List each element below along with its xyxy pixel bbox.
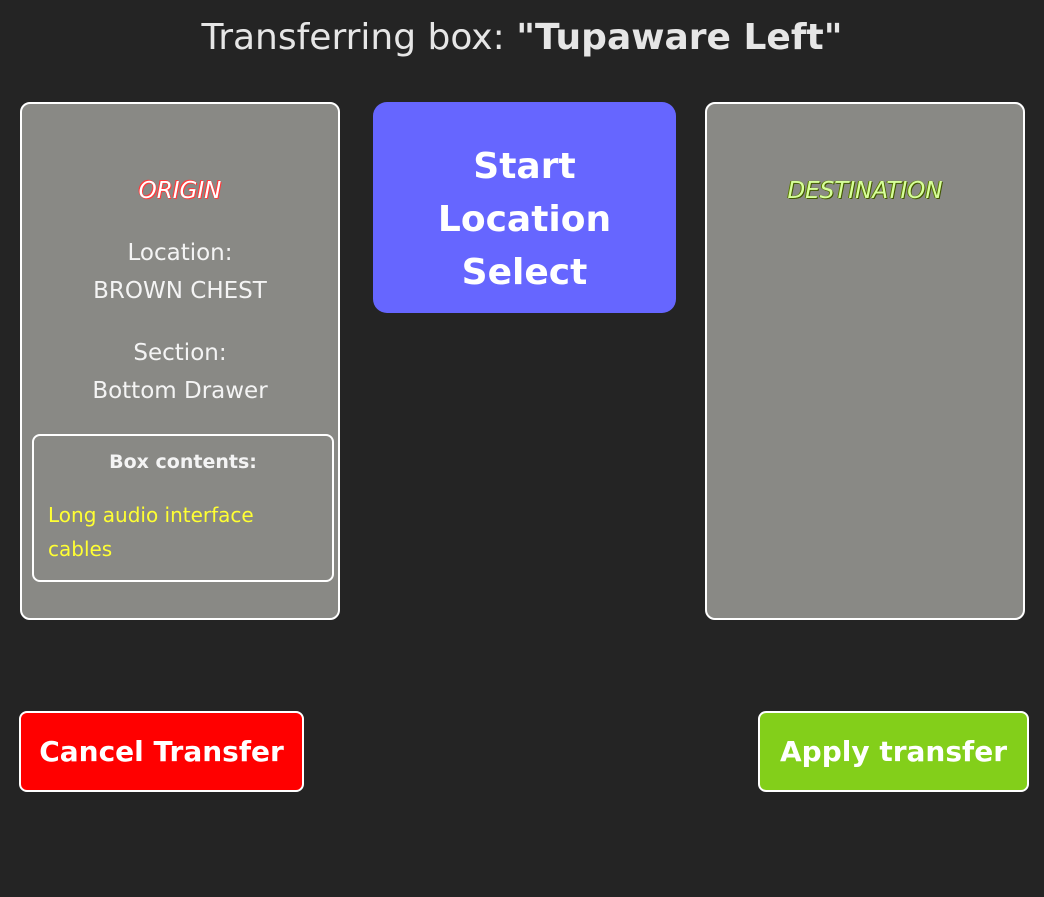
box-contents-card: Box contents: Long audio interface cable… xyxy=(32,434,334,582)
origin-heading: ORIGIN xyxy=(138,178,222,204)
destination-heading: DESTINATION xyxy=(787,178,943,204)
start-location-select-button[interactable]: Start Location Select xyxy=(373,102,676,313)
location-label: Location: xyxy=(127,240,233,266)
cancel-transfer-button[interactable]: Cancel Transfer xyxy=(19,711,304,792)
box-contents-label: Box contents: xyxy=(109,451,257,473)
origin-panel: ORIGIN Location: BROWN CHEST Section: Bo… xyxy=(20,102,340,620)
page-title: Transferring box: "Tupaware Left" xyxy=(0,14,1044,62)
box-contents-text: Long audio interface cables xyxy=(48,503,254,561)
apply-transfer-button[interactable]: Apply transfer xyxy=(758,711,1029,792)
section-label: Section: xyxy=(133,340,227,366)
box-name: "Tupaware Left" xyxy=(516,17,843,58)
origin-location: Location: BROWN CHEST xyxy=(22,234,338,310)
title-prefix: Transferring box: xyxy=(201,17,517,58)
location-value: BROWN CHEST xyxy=(93,278,267,304)
destination-panel: DESTINATION xyxy=(705,102,1025,620)
section-value: Bottom Drawer xyxy=(92,378,268,404)
origin-section: Section: Bottom Drawer xyxy=(22,334,338,410)
